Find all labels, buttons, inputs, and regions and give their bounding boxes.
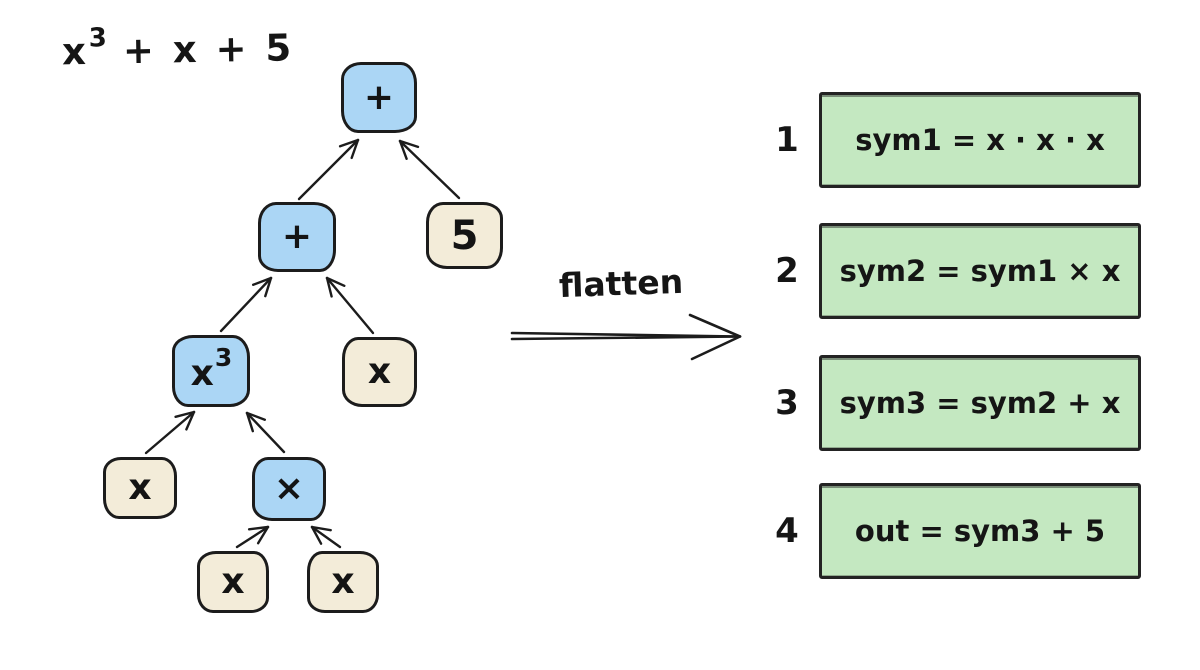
arrowhead — [325, 276, 346, 287]
arrow-var-x-left-to-cube — [144, 410, 196, 455]
formula-base: x — [61, 29, 90, 74]
node-label: x3 — [190, 342, 233, 394]
tree-node-var-x-mid: x — [342, 337, 417, 407]
step-2-number: 2 — [775, 251, 799, 291]
step-1-equation: sym1 = x · x · x — [855, 123, 1105, 157]
arrowhead — [245, 411, 266, 421]
step-4-equation: out = sym3 + 5 — [854, 514, 1106, 548]
node-label: x — [331, 561, 355, 602]
formula-rest: + x + 5 — [106, 26, 295, 73]
step-1-box: sym1 = x · x · x — [819, 92, 1141, 188]
arrow-add-inner-to-add-root — [297, 138, 360, 201]
tree-node-var-x-left: x — [103, 457, 177, 519]
arrowhead — [398, 139, 408, 161]
flatten-arrow — [510, 313, 742, 361]
tree-node-add-root: + — [341, 62, 417, 133]
formula-exponent: 3 — [88, 23, 108, 54]
arrowhead — [264, 276, 273, 298]
node-label: × — [273, 468, 305, 509]
node-label: + — [363, 76, 395, 118]
node-label: x — [128, 467, 152, 508]
step-3-box: sym3 = sym2 + x — [819, 355, 1141, 451]
tree-node-multiply: × — [252, 457, 326, 521]
node-label: + — [281, 216, 313, 257]
node-label: x — [367, 351, 392, 392]
arrowhead — [338, 138, 360, 148]
arrowhead — [310, 525, 332, 532]
arrow-const-5-to-add-root — [398, 139, 461, 200]
step-3-equation: sym3 = sym2 + x — [839, 386, 1121, 420]
tree-node-var-x-bottom-right: x — [307, 551, 379, 613]
arrowhead — [350, 138, 360, 160]
expression-formula: x3 + x + 5 — [61, 23, 295, 74]
flatten-label: flatten — [558, 261, 684, 306]
arrow-multiply-to-cube — [245, 411, 286, 454]
arrow-cube-to-add-inner — [219, 276, 273, 333]
step-3-number: 3 — [775, 383, 799, 423]
arrowhead — [256, 525, 270, 545]
node-label: x — [221, 561, 245, 602]
step-1-number: 1 — [775, 120, 799, 160]
arrowhead — [185, 410, 196, 431]
step-4-box: out = sym3 + 5 — [819, 483, 1141, 579]
tree-node-add-inner: + — [258, 202, 336, 272]
node-exponent: 3 — [214, 342, 233, 372]
arrowhead — [310, 525, 323, 545]
arrow-var-x-bl-to-multiply — [235, 525, 270, 549]
step-2-box: sym2 = sym1 × x — [819, 223, 1141, 319]
arrowhead — [174, 410, 196, 418]
step-2-equation: sym2 = sym1 × x — [839, 254, 1121, 288]
arrowhead — [245, 411, 255, 433]
arrow-var-x-mid-to-add-inner — [325, 276, 375, 335]
tree-node-cube: x3 — [172, 335, 250, 407]
arrowhead — [398, 139, 420, 149]
arrow-var-x-br-to-multiply — [310, 525, 342, 549]
arrowhead — [247, 525, 270, 531]
tree-node-var-x-bottom-left: x — [197, 551, 269, 613]
tree-node-const-5: 5 — [426, 202, 503, 269]
arrowhead — [325, 276, 333, 298]
arrowhead — [251, 276, 273, 286]
node-label: 5 — [450, 212, 479, 259]
step-4-number: 4 — [775, 511, 799, 551]
